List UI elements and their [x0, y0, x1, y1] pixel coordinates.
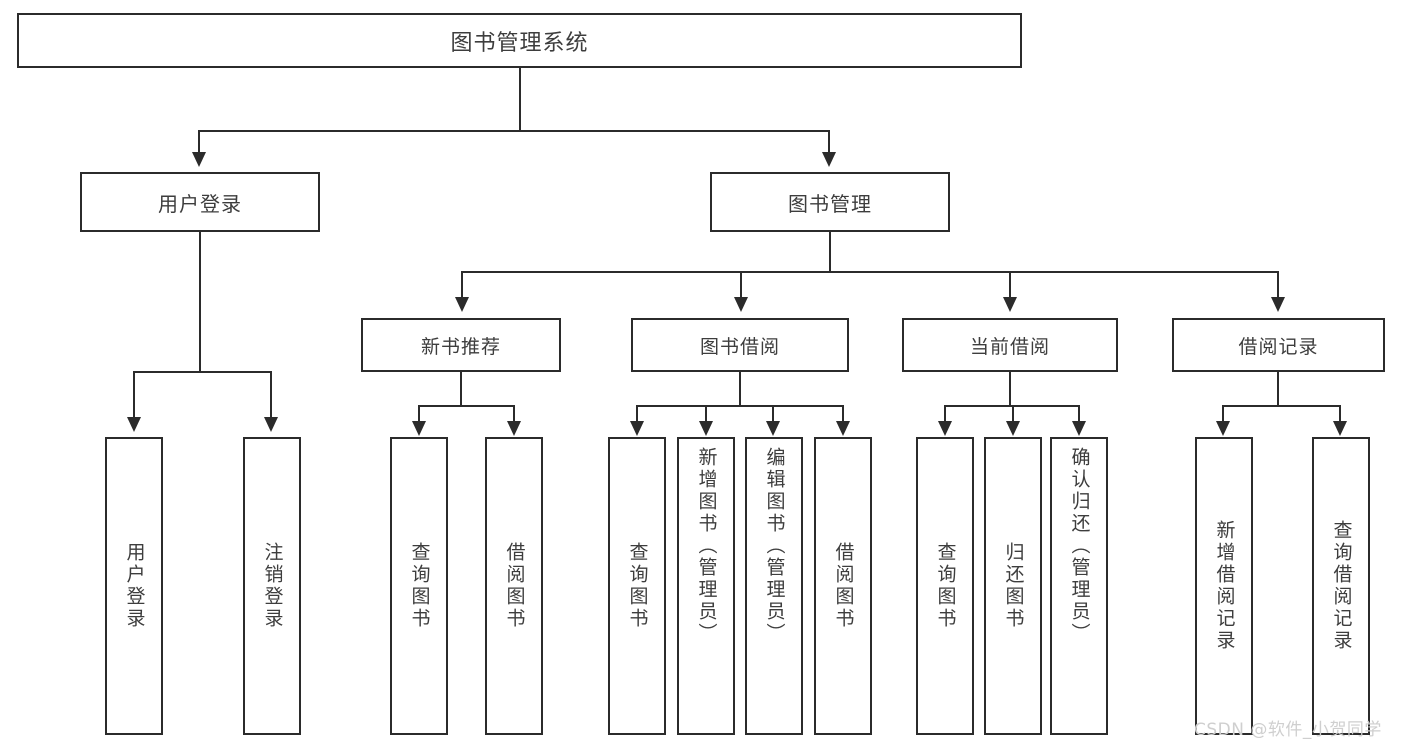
connector-newbook-drop-1 — [418, 405, 420, 422]
node-label: 注销登录 — [261, 542, 284, 630]
connector-newbook-bar — [418, 405, 514, 407]
node-label: 编辑图书（管理员） — [763, 447, 786, 645]
connector-borrowrecord-drop-2 — [1339, 405, 1341, 422]
leaf-user-login[interactable]: 用户登录 — [105, 437, 163, 735]
node-label: 当前借阅 — [969, 335, 1050, 358]
connector-currentborrow-drop-3 — [1078, 405, 1080, 422]
node-label: 查询图书 — [934, 542, 957, 630]
connector-root-drop-2 — [828, 130, 830, 153]
node-label: 确认归还（管理员） — [1068, 447, 1091, 645]
node-book-manage[interactable]: 图书管理 — [710, 172, 950, 232]
leaf-newbook-borrow-book[interactable]: 借阅图书 — [485, 437, 543, 735]
arrow-userlogin-to-logout — [264, 417, 278, 432]
connector-bookmanage-drop-1 — [461, 271, 463, 298]
connector-root-stem — [519, 68, 521, 130]
node-label: 归还图书 — [1002, 542, 1025, 630]
connector-bookborrow-drop-4 — [842, 405, 844, 422]
connector-bookborrow-drop-3 — [772, 405, 774, 422]
node-current-borrow[interactable]: 当前借阅 — [902, 318, 1118, 372]
leaf-currentborrow-query-book[interactable]: 查询图书 — [916, 437, 974, 735]
connector-bookmanage-drop-3 — [1009, 271, 1011, 298]
leaf-currentborrow-confirm-return[interactable]: 确认归还（管理员） — [1050, 437, 1108, 735]
leaf-currentborrow-return-book[interactable]: 归还图书 — [984, 437, 1042, 735]
arrow-bookmanage-to-new-book — [455, 297, 469, 312]
node-label: 借阅记录 — [1238, 335, 1319, 358]
node-label: 用户登录 — [158, 191, 242, 216]
connector-bookmanage-stem — [829, 232, 831, 272]
connector-userlogin-bar — [133, 371, 270, 373]
arrow-newbook-to-borrow — [507, 421, 521, 436]
connector-borrowrecord-stem — [1277, 372, 1279, 406]
arrow-bookborrow-to-add — [699, 421, 713, 436]
node-label: 图书借阅 — [699, 335, 780, 358]
arrow-bookmanage-to-record — [1271, 297, 1285, 312]
node-book-borrow[interactable]: 图书借阅 — [631, 318, 849, 372]
leaf-user-logout[interactable]: 注销登录 — [243, 437, 301, 735]
node-label: 新书推荐 — [420, 335, 501, 358]
node-new-book-recommend[interactable]: 新书推荐 — [361, 318, 561, 372]
connector-currentborrow-drop-1 — [944, 405, 946, 422]
leaf-newbook-query-book[interactable]: 查询图书 — [390, 437, 448, 735]
arrow-bookborrow-to-edit — [766, 421, 780, 436]
node-label: 借阅图书 — [503, 542, 526, 630]
connector-root-drop-1 — [198, 130, 200, 153]
node-label: 图书管理系统 — [450, 30, 589, 56]
connector-currentborrow-stem — [1009, 372, 1011, 406]
leaf-bookborrow-edit-book[interactable]: 编辑图书（管理员） — [745, 437, 803, 735]
connector-bookmanage-drop-4 — [1277, 271, 1279, 298]
node-root-system[interactable]: 图书管理系统 — [17, 13, 1022, 68]
arrow-borrowrecord-to-query — [1333, 421, 1347, 436]
leaf-borrowrecord-add-record[interactable]: 新增借阅记录 — [1195, 437, 1253, 735]
node-borrow-record[interactable]: 借阅记录 — [1172, 318, 1385, 372]
connector-bookmanage-drop-2 — [740, 271, 742, 298]
arrow-newbook-to-query — [412, 421, 426, 436]
connector-currentborrow-drop-2 — [1012, 405, 1014, 422]
arrow-root-to-book-manage — [822, 152, 836, 167]
connector-bookborrow-drop-2 — [705, 405, 707, 422]
connector-currentborrow-bar — [944, 405, 1078, 407]
arrow-currentborrow-to-return — [1006, 421, 1020, 436]
arrow-bookmanage-to-borrow — [734, 297, 748, 312]
arrow-borrowrecord-to-add — [1216, 421, 1230, 436]
connector-userlogin-stem — [199, 232, 201, 372]
node-label: 新增图书（管理员） — [695, 447, 718, 645]
node-label: 新增借阅记录 — [1213, 520, 1236, 652]
connector-borrowrecord-drop-1 — [1222, 405, 1224, 422]
arrow-bookmanage-to-current — [1003, 297, 1017, 312]
leaf-bookborrow-query-book[interactable]: 查询图书 — [608, 437, 666, 735]
csdn-watermark: CSDN @软件_小贺同学 — [1194, 720, 1382, 740]
leaf-bookborrow-add-book[interactable]: 新增图书（管理员） — [677, 437, 735, 735]
arrow-bookborrow-to-lend — [836, 421, 850, 436]
node-label: 用户登录 — [123, 542, 146, 630]
arrow-bookborrow-to-query — [630, 421, 644, 436]
connector-newbook-drop-2 — [513, 405, 515, 422]
node-label: 图书管理 — [788, 191, 872, 216]
connector-bookmanage-bar — [461, 271, 1279, 273]
connector-borrowrecord-bar — [1222, 405, 1340, 407]
connector-userlogin-drop-1 — [133, 371, 135, 418]
connector-root-bar — [198, 130, 830, 132]
connector-bookborrow-stem — [739, 372, 741, 406]
arrow-userlogin-to-login — [127, 417, 141, 432]
connector-newbook-stem — [460, 372, 462, 406]
node-label: 查询图书 — [408, 542, 431, 630]
leaf-borrowrecord-query-record[interactable]: 查询借阅记录 — [1312, 437, 1370, 735]
connector-bookborrow-drop-1 — [636, 405, 638, 422]
node-label: 查询图书 — [626, 542, 649, 630]
node-user-login[interactable]: 用户登录 — [80, 172, 320, 232]
node-label: 借阅图书 — [832, 542, 855, 630]
connector-userlogin-drop-2 — [270, 371, 272, 418]
arrow-root-to-user-login — [192, 152, 206, 167]
connector-bookborrow-bar — [636, 405, 844, 407]
arrow-currentborrow-to-query — [938, 421, 952, 436]
node-label: 查询借阅记录 — [1330, 520, 1353, 652]
arrow-currentborrow-to-confirm — [1072, 421, 1086, 436]
leaf-bookborrow-lend-book[interactable]: 借阅图书 — [814, 437, 872, 735]
